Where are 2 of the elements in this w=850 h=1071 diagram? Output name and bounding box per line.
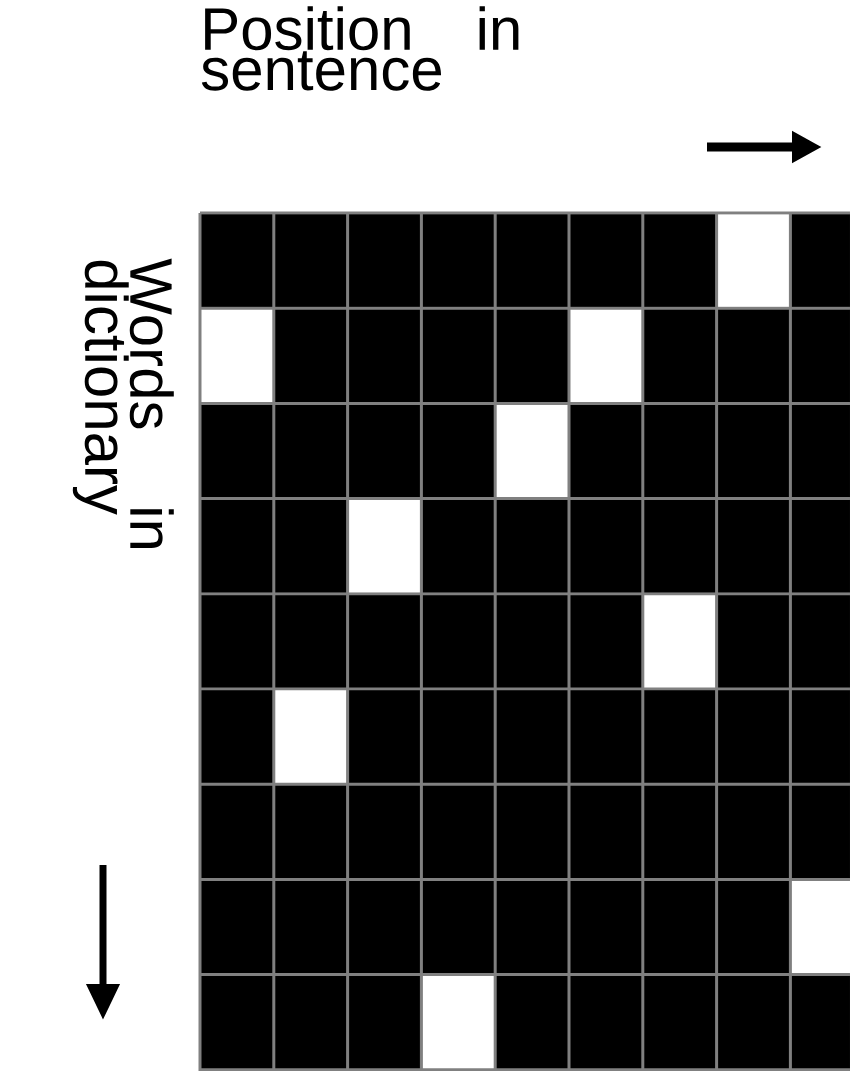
- axis-label: Position in sentence: [201, 6, 519, 91]
- axis-label: Words in dictionary: [72, 258, 174, 548]
